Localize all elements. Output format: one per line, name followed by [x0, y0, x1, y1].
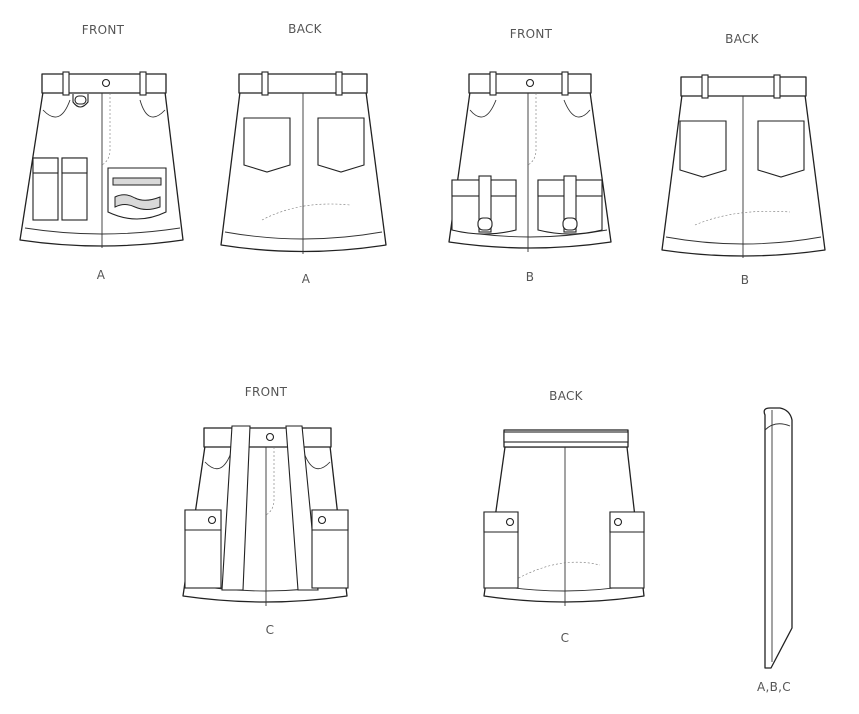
c-front-caption: C — [265, 623, 275, 637]
a-front-heading: FRONT — [81, 23, 125, 37]
b-back-caption: B — [740, 273, 750, 287]
belt-caption: A,B,C — [757, 680, 791, 694]
skirt-a-front-drawing — [19, 71, 184, 248]
c-back-heading: BACK — [549, 389, 583, 403]
belt-drawing — [763, 407, 793, 669]
c-front-heading: FRONT — [244, 385, 288, 399]
a-front-caption: A — [96, 268, 106, 282]
b-front-caption: B — [525, 270, 535, 284]
a-back-caption: A — [301, 272, 311, 286]
a-back-heading: BACK — [288, 22, 322, 36]
skirt-b-front-drawing — [448, 71, 612, 252]
b-back-heading: BACK — [725, 32, 759, 46]
skirt-a-back-drawing — [220, 71, 387, 254]
b-front-heading: FRONT — [509, 27, 553, 41]
skirt-c-front-drawing — [182, 425, 349, 606]
c-back-caption: C — [560, 631, 570, 645]
skirt-b-back-drawing — [661, 74, 826, 258]
skirt-c-back-drawing — [483, 429, 645, 606]
